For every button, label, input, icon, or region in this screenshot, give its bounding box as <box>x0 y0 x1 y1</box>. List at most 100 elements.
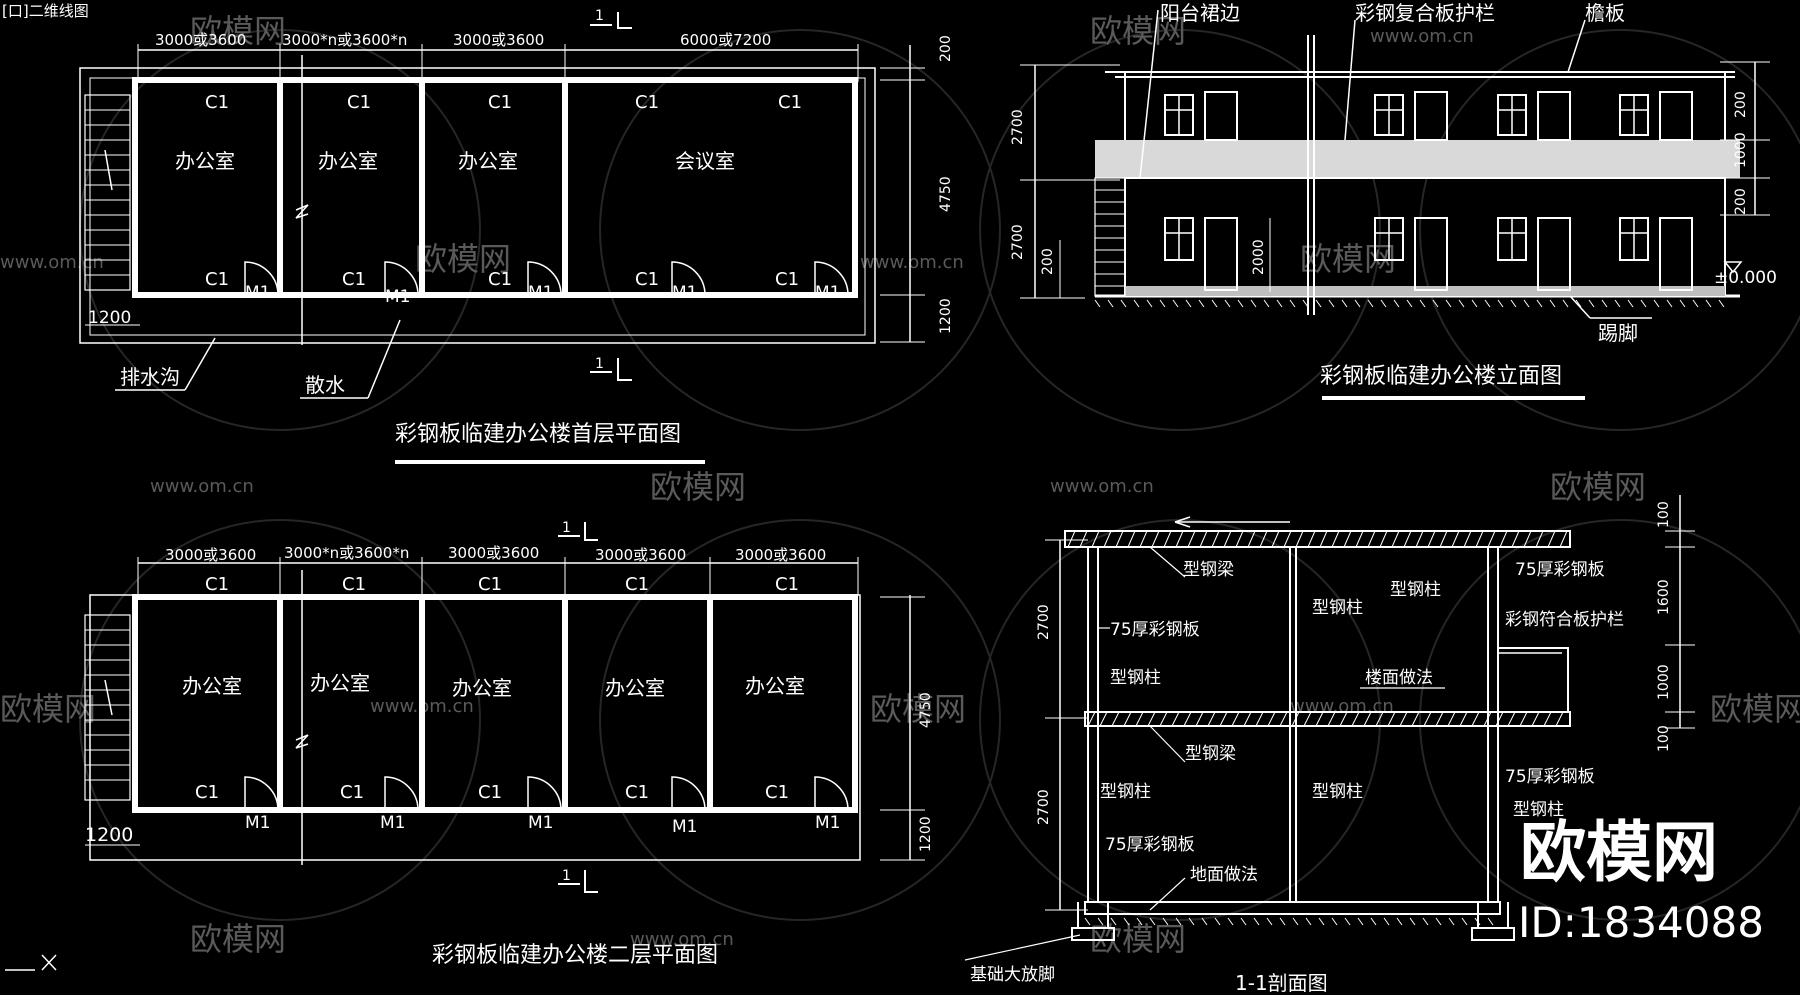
section-label-column-5: 型钢柱 <box>1312 782 1363 802</box>
section-right-dim-4: 100 <box>1656 725 1672 752</box>
section-left-dim-2: 2700 <box>1036 789 1052 825</box>
elevation-inner-dim: 2000 <box>1251 239 1267 275</box>
section-roof-slab <box>1064 530 1571 548</box>
watermark-brand-2: 欧模网 <box>1090 12 1186 50</box>
plan2-room-4: 办公室 <box>605 676 665 700</box>
plan2-window-10: C1 <box>765 782 789 803</box>
plan2-side-dim-2: 1200 <box>918 816 934 852</box>
plan2-dim-4: 3000或3600 <box>595 546 686 564</box>
section-label-railing: 彩钢符合板护栏 <box>1505 610 1624 630</box>
plan1-window-3: C1 <box>488 92 512 113</box>
elevation-view: 阳台裙边 彩钢复合板护栏 檐板 踢脚 2700 2700 200 2000 20… <box>1010 1 1777 400</box>
watermark-id: ID:1834088 <box>1518 898 1764 947</box>
plan1-window-9: C1 <box>635 269 659 290</box>
plan2-window-8: C1 <box>478 782 502 803</box>
plan2-window-1: C1 <box>205 574 229 595</box>
plan2-dim-1: 3000或3600 <box>165 546 256 564</box>
plan1-door-2: M1 <box>385 287 410 307</box>
watermark-url-5: www.om.cn <box>1050 476 1154 497</box>
elevation-callout-eave-board: 檐板 <box>1585 1 1625 25</box>
plan2-room-1: 办公室 <box>182 674 242 698</box>
plan1-side-dim-3: 1200 <box>938 298 954 334</box>
plan1-dim-2: 3000*n或3600*n <box>282 31 407 49</box>
section-mid-column <box>1289 546 1297 903</box>
section-left-dim-1: 2700 <box>1036 604 1052 640</box>
watermark-url-4: www.om.cn <box>150 476 254 497</box>
plan1-room-3: 办公室 <box>458 149 518 173</box>
plan1-exterior-wall <box>132 77 858 298</box>
elevation-left-dim-3: 200 <box>1040 248 1056 275</box>
watermark-brand-8: 欧模网 <box>870 690 966 728</box>
plan2-bottom-dim: 1200 <box>85 824 133 846</box>
plan1-bottom-dim: 1200 <box>88 308 131 328</box>
elevation-upper-openings <box>1164 91 1693 141</box>
plan1-window-4: C1 <box>635 92 659 113</box>
plan1-door-3: M1 <box>528 283 553 303</box>
plan1-window-7: C1 <box>342 269 366 290</box>
plan2-door-1: M1 <box>245 813 270 833</box>
section-label-column-4: 型钢柱 <box>1100 782 1151 802</box>
plan2-dim-5: 3000或3600 <box>735 546 826 564</box>
section-title: 1-1剖面图 <box>1235 971 1328 995</box>
plan1-room-1: 办公室 <box>175 149 235 173</box>
plan2-dim-2: 3000*n或3600*n <box>284 544 409 562</box>
watermark-brand-3: 欧模网 <box>415 240 511 278</box>
watermark-url-1: www.om.cn <box>1370 26 1474 47</box>
section-label-beam-lower: 型钢梁 <box>1185 744 1236 764</box>
section-right-dim-1: 100 <box>1656 501 1672 528</box>
plan2-doors <box>244 776 849 811</box>
plan2-exterior-wall <box>132 594 858 813</box>
elevation-left-dim-2: 2700 <box>1010 224 1026 260</box>
plan2-side-dim-1: 4750 <box>918 692 934 728</box>
plan1-section-mark-bottom: 1 <box>595 356 604 372</box>
section-right-dim-3: 1000 <box>1656 664 1672 700</box>
plan1-side-dim-2: 4750 <box>938 176 954 212</box>
section-label-floor-finish: 楼面做法 <box>1365 668 1433 688</box>
plan2-room-2: 办公室 <box>310 671 370 695</box>
plan1-door-4: M1 <box>672 283 697 303</box>
plan1-window-1: C1 <box>205 92 229 113</box>
plan1-callout-apron: 散水 <box>305 373 345 397</box>
plan2-window-7: C1 <box>340 782 364 803</box>
elevation-level-mark: ±0.000 <box>1714 268 1777 288</box>
section-label-panel-top-right: 75厚彩钢板 <box>1515 560 1605 580</box>
section-label-footing: 基础大放脚 <box>970 965 1055 985</box>
plan2-room-3: 办公室 <box>452 676 512 700</box>
section-label-column-2: 型钢柱 <box>1312 598 1363 618</box>
elevation-title: 彩钢板临建办公楼立面图 <box>1320 364 1562 389</box>
watermark-brand-6: 欧模网 <box>1550 468 1646 506</box>
elevation-callout-railing: 彩钢复合板护栏 <box>1355 1 1495 25</box>
section-label-ground-finish: 地面做法 <box>1190 865 1258 885</box>
plan1-window-5: C1 <box>778 92 802 113</box>
plan1-dim-3: 3000或3600 <box>453 31 544 49</box>
plan2-balcony-outline <box>89 594 861 861</box>
plan1-stair <box>84 94 131 291</box>
plan1-room-4: 会议室 <box>675 149 735 173</box>
section-label-panel-lower: 75厚彩钢板 <box>1105 835 1195 855</box>
section-balcony-railing <box>1498 647 1569 712</box>
plan1-dim-4: 6000或7200 <box>680 31 771 49</box>
elevation-railing-panel <box>1095 140 1740 178</box>
watermark-brand-5: 欧模网 <box>650 468 746 506</box>
plan2-door-5: M1 <box>815 813 840 833</box>
plan1-dim-1: 3000或3600 <box>155 31 246 49</box>
elevation-right-dim-3: 200 <box>1733 188 1749 215</box>
watermark-url-7: www.om.cn <box>1290 696 1394 717</box>
plan1-door-5: M1 <box>815 283 840 303</box>
section-view: 型钢梁 型钢梁 75厚彩钢板 75厚彩钢板 75厚彩钢板 75厚彩钢板 型钢柱 … <box>964 495 1695 995</box>
plan2-window-3: C1 <box>478 574 502 595</box>
elevation-lower-openings <box>1164 217 1693 291</box>
plan2-section-mark-bottom: 1 <box>562 868 571 884</box>
plan2-dim-3: 3000或3600 <box>448 544 539 562</box>
plan1-side-dim-1: 200 <box>938 35 954 62</box>
section-left-wall <box>1087 546 1099 903</box>
watermark-url-8: www.om.cn <box>630 929 734 950</box>
section-label-panel-upper: 75厚彩钢板 <box>1110 620 1200 640</box>
plan-second-floor: 3000或3600 3000*n或3600*n 3000或3600 3000或3… <box>84 520 934 968</box>
watermark-url-3: www.om.cn <box>860 252 964 273</box>
plan2-section-mark-top: 1 <box>562 520 571 536</box>
plan1-section-mark-top: 1 <box>595 8 604 24</box>
plan2-window-4: C1 <box>625 574 649 595</box>
elevation-left-dim-1: 2700 <box>1010 109 1026 145</box>
